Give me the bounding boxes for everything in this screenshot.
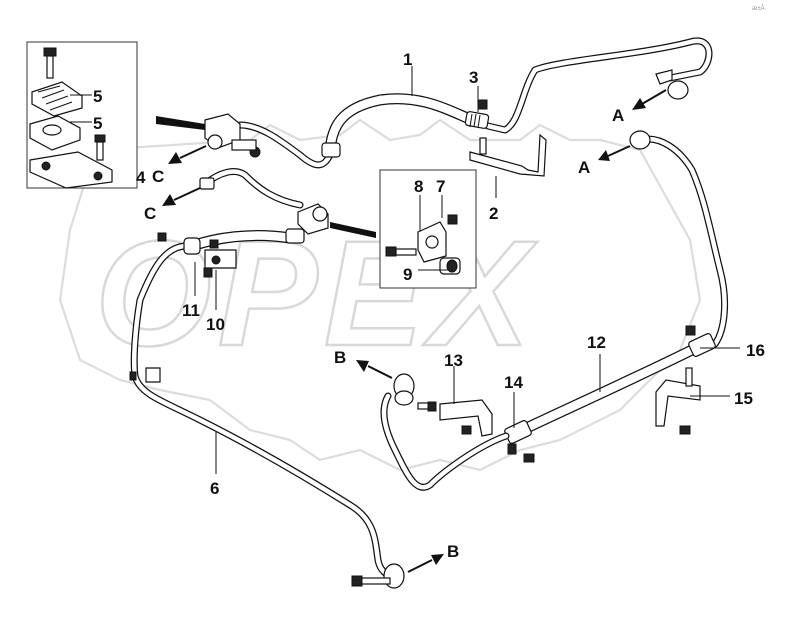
bracket-15-part: [655, 367, 701, 435]
pipe-1-upper: [484, 37, 713, 134]
connector-arrow-a2: [598, 145, 631, 161]
callout-leaders: [194, 66, 740, 474]
clamp-upper-part: [31, 81, 83, 117]
hose-fitting-part: [685, 325, 716, 357]
hose-fitting-part: [285, 228, 305, 244]
connector-arrow-b2: [407, 554, 444, 573]
nut-icon: [507, 443, 517, 455]
callout-10: 10: [206, 315, 225, 334]
connector-label-b: B: [334, 348, 346, 367]
bracket-10-part: [203, 239, 237, 278]
callout-4: 4: [136, 168, 146, 187]
pipe-to-inset-4: [236, 121, 336, 169]
callout-12: 12: [587, 333, 606, 352]
inset-detail-7-8-9: 8 7 9: [379, 169, 477, 289]
callout-9: 9: [403, 265, 412, 284]
banjo-fitting-part: [393, 373, 437, 412]
bolt-icon: [385, 246, 417, 257]
pipe-clip-part: [129, 367, 161, 383]
connector-label-a: A: [578, 158, 590, 177]
callout-1: 1: [403, 50, 412, 69]
clamp-lower-part: [29, 115, 81, 151]
callout-3: 3: [469, 68, 478, 87]
callout-15: 15: [734, 389, 753, 408]
pipe-6: [130, 242, 402, 582]
bracket-plate-part: [29, 151, 113, 189]
pipe-12-return: [636, 135, 728, 348]
pipe-c-middle: [201, 168, 304, 209]
banjo-fitting-part: [351, 563, 405, 589]
detail-pointer-wedge: [156, 116, 205, 130]
nut-icon: [447, 214, 458, 225]
callout-5: 5: [93, 114, 102, 133]
callout-11: 11: [182, 301, 200, 320]
connector-label-c: C: [144, 204, 156, 223]
hose-fitting-part: [199, 177, 215, 190]
bracket-13-part: [439, 399, 493, 437]
callout-2: 2: [489, 204, 498, 223]
connector-arrow-c2: [162, 187, 201, 206]
fitting-block-part: [297, 203, 329, 235]
bracket-2-part: [469, 99, 547, 177]
hose-fitting-part: [321, 142, 341, 158]
callout-8: 8: [414, 177, 423, 196]
pressure-hose-1: [324, 93, 478, 156]
inset-detail-4-5: 5 5 4: [26, 41, 146, 189]
pipe-14-lower: [380, 392, 510, 491]
bolt-icon: [43, 47, 57, 79]
rubber-grommet-part: [439, 257, 461, 275]
hose-fitting-part: [157, 232, 201, 255]
connector-label-a: A: [612, 106, 624, 125]
connector-label-c: C: [152, 167, 164, 186]
banjo-fitting-part: [655, 69, 689, 100]
connector-arrow-b1: [356, 360, 393, 379]
callout-6: 6: [210, 479, 219, 498]
hose-fitting-part: [464, 111, 490, 129]
connector-label-b: B: [447, 542, 459, 561]
detail-pointer-wedge: [330, 222, 376, 238]
callout-13: 13: [444, 351, 463, 370]
clamp-bracket-part: [417, 221, 447, 263]
callout-14: 14: [504, 373, 523, 392]
bolt-icon: [523, 453, 535, 463]
connector-arrow-c1: [168, 145, 207, 164]
pressure-hose-12: [512, 340, 706, 438]
callout-5: 5: [93, 87, 102, 106]
banjo-fitting-part: [629, 130, 651, 150]
connector-arrow-a1: [632, 89, 667, 110]
watermark-gear-outline: [58, 118, 702, 472]
corner-mark: æ±Â·: [752, 5, 767, 12]
fitting-block-part: [204, 113, 261, 158]
callout-16: 16: [746, 341, 765, 360]
callout-7: 7: [436, 177, 445, 196]
bolt-icon: [94, 134, 106, 161]
